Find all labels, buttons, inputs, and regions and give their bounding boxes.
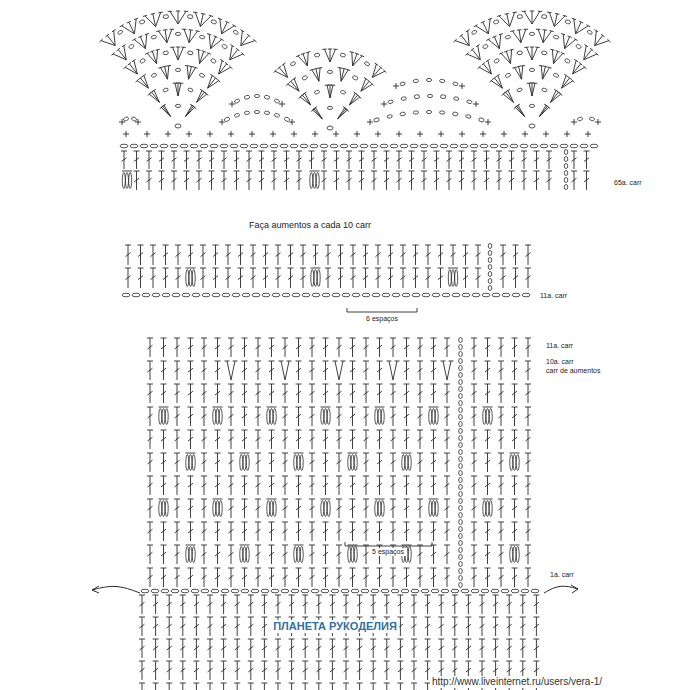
instruction-note: Faça aumentos a cada 10 carr xyxy=(247,220,373,230)
span-label: 5 espaços xyxy=(370,548,406,556)
row-label: 1a. carr xyxy=(548,571,576,579)
row-label: 11a. carr xyxy=(538,292,569,300)
watermark-url: http://www.liveinternet.ru/users/vera-1/ xyxy=(430,676,604,688)
row-label: 65a. carr xyxy=(612,179,644,187)
arrow-head xyxy=(92,586,99,593)
chain-stitches xyxy=(118,15,598,593)
arrow-head xyxy=(571,585,578,593)
span-label: 6 espaços xyxy=(364,315,400,323)
stitch-symbols xyxy=(99,11,610,690)
direction-arrow xyxy=(92,586,140,593)
row-note: carr de aumentos xyxy=(544,367,602,375)
row-label: 10a. carr xyxy=(544,358,576,366)
watermark: ПЛАНЕТА РУКОДЕЛИЯ xyxy=(271,620,399,633)
row-label: 11a. carr xyxy=(544,342,575,350)
